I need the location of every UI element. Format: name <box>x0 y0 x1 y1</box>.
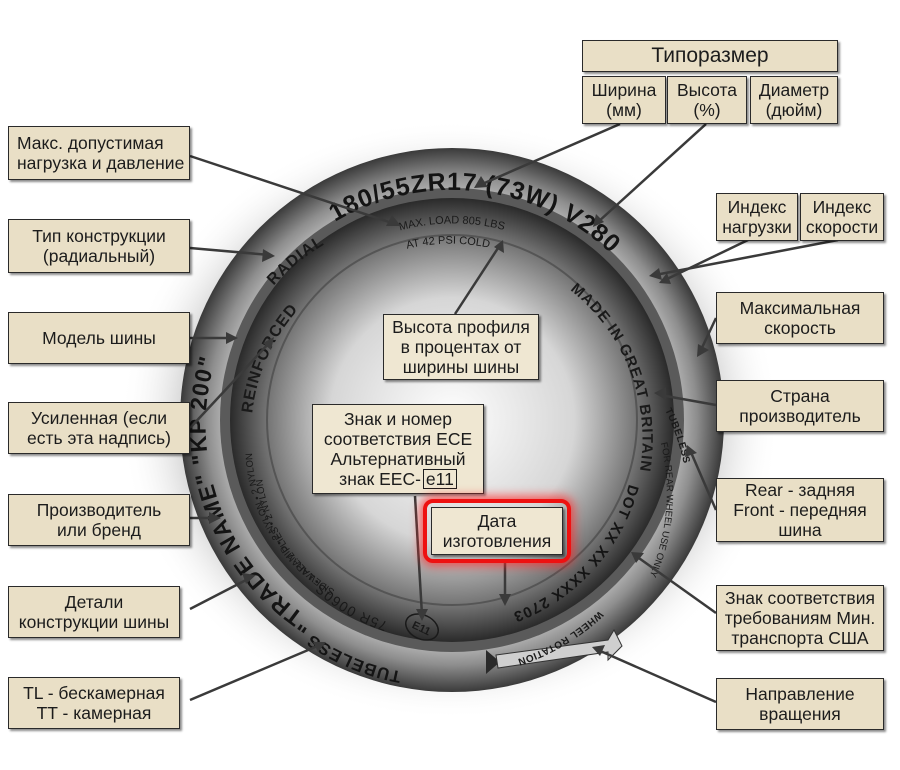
diameter-box: Диаметр (дюйм) <box>750 76 838 124</box>
construction-box: Тип конструкции (радиальный) <box>8 219 190 273</box>
rotation-box: Направление вращения <box>716 678 884 730</box>
profile-box: Высота профиля в процентах от ширины шин… <box>383 314 539 380</box>
manufacturer-box: Производитель или бренд <box>8 494 190 546</box>
speed-index-box: Индекс скорости <box>800 193 884 241</box>
width-box: Ширина (мм) <box>582 76 666 124</box>
leader-arrowheads <box>209 176 709 656</box>
load-index-box: Индекс нагрузки <box>716 193 798 241</box>
max-load-box: Макс. допустимая нагрузка и давление <box>8 126 190 180</box>
leader-lines <box>189 122 839 704</box>
model-box: Модель шины <box>8 312 190 364</box>
ece-mark: e11 <box>422 469 457 489</box>
details-box: Детали конструкции шины <box>8 586 180 638</box>
date-highlight-frame <box>423 499 571 563</box>
svg-text:AT 42 PSI COLD: AT 42 PSI COLD <box>405 235 491 252</box>
country-box: Страна производитель <box>716 380 884 432</box>
rear-front-box: Rear - задняя Front - передняя шина <box>716 478 884 542</box>
ece-text: Знак и номер соответствия ECE Альтернати… <box>323 409 473 489</box>
size-title-box: Типоразмер <box>582 40 838 72</box>
dot-sign-box: Знак соответствия требованиям Мин. транс… <box>716 585 884 651</box>
tl-tt-box: TL - бескамерная TT - камерная <box>8 677 180 729</box>
reinforced-box: Усиленная (если есть эта надпись) <box>8 402 190 454</box>
inner-bead-line <box>266 234 638 606</box>
wheel-rotation-arrow <box>486 628 623 674</box>
date-box: Дата изготовления <box>431 507 563 555</box>
ece-box: Знак и номер соответствия ECE Альтернати… <box>312 404 484 494</box>
max-speed-box: Максимальная скорость <box>716 292 884 344</box>
tire-pressure: AT 42 PSI COLD <box>405 235 491 252</box>
height-box: Высота (%) <box>667 76 747 124</box>
